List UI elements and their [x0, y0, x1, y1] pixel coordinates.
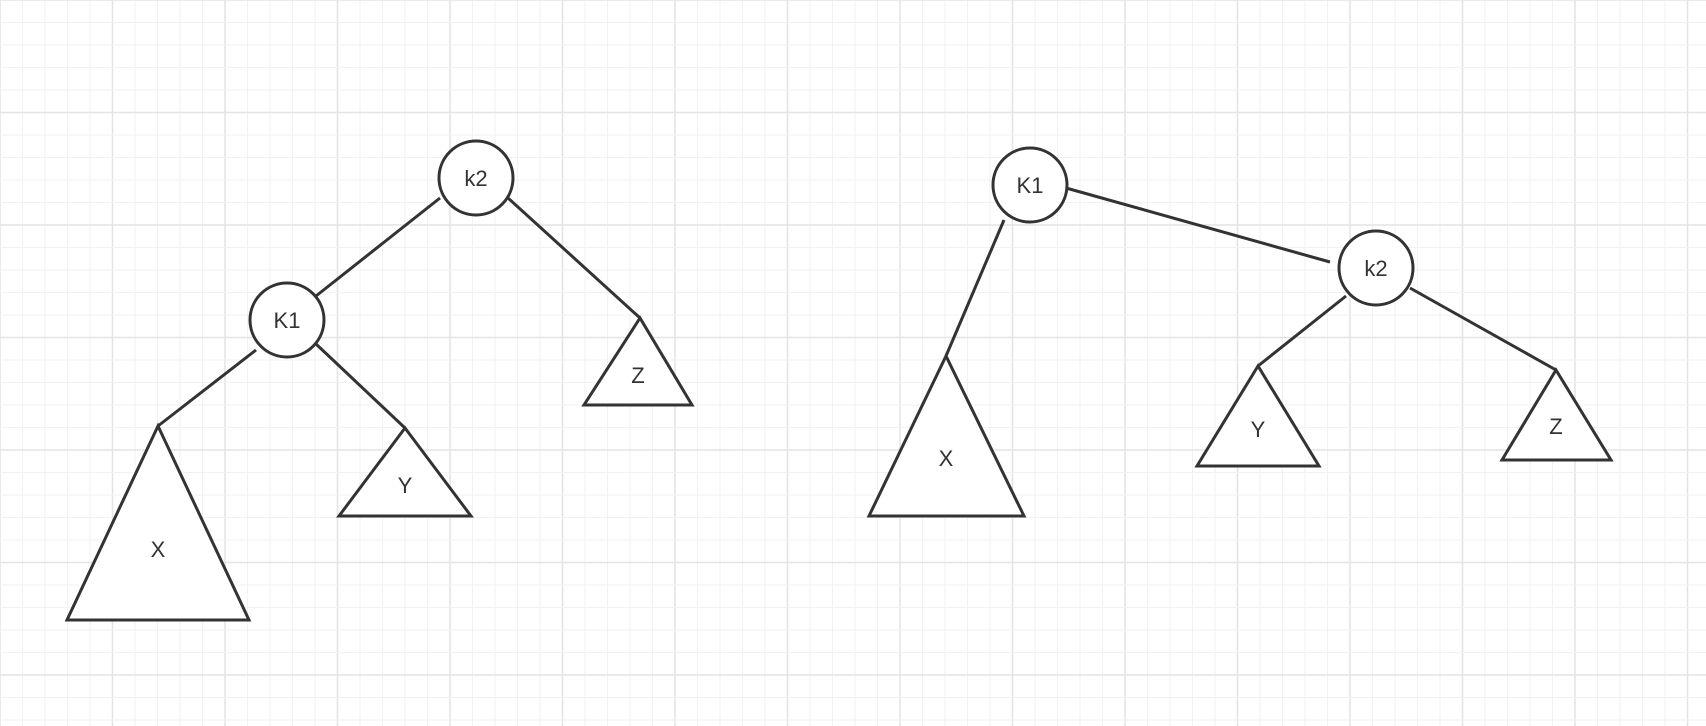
tree-before-rotation: k2 K1 X Y Z [64, 139, 695, 622]
node-k2-label: k2 [464, 166, 487, 191]
node-K1-label: K1 [1017, 173, 1044, 198]
edge-k2-Z [506, 196, 642, 320]
subtree-Y [336, 425, 474, 518]
edge-K1-k2 [1065, 186, 1331, 264]
edge-k2-Z [1409, 286, 1557, 372]
node-K1 [991, 146, 1069, 224]
subtree-X-label: X [939, 446, 954, 471]
edge-K1-X [944, 219, 1006, 357]
edge-k2-K1 [315, 196, 441, 298]
subtree-X [866, 352, 1027, 518]
subtree-X-label: X [151, 537, 166, 562]
subtree-Z-label: Z [631, 363, 644, 388]
edge-k2-Y [1257, 294, 1347, 368]
subtree-X [64, 422, 252, 622]
subtree-Y [1194, 363, 1322, 468]
node-K1-label: K1 [274, 308, 301, 333]
subtree-Z [581, 315, 695, 407]
node-k2 [437, 139, 515, 217]
subtree-Z-label: Z [1549, 414, 1562, 439]
edge-K1-Y [314, 342, 407, 430]
edge-K1-X [157, 348, 257, 428]
subtree-Y-label: Y [1251, 417, 1266, 442]
node-K1 [248, 281, 326, 359]
subtree-Z [1499, 367, 1614, 462]
node-k2 [1337, 229, 1415, 307]
subtree-Y-label: Y [398, 473, 413, 498]
node-k2-label: k2 [1364, 256, 1387, 281]
tree-after-rotation: K1 k2 X Y Z [866, 146, 1614, 518]
